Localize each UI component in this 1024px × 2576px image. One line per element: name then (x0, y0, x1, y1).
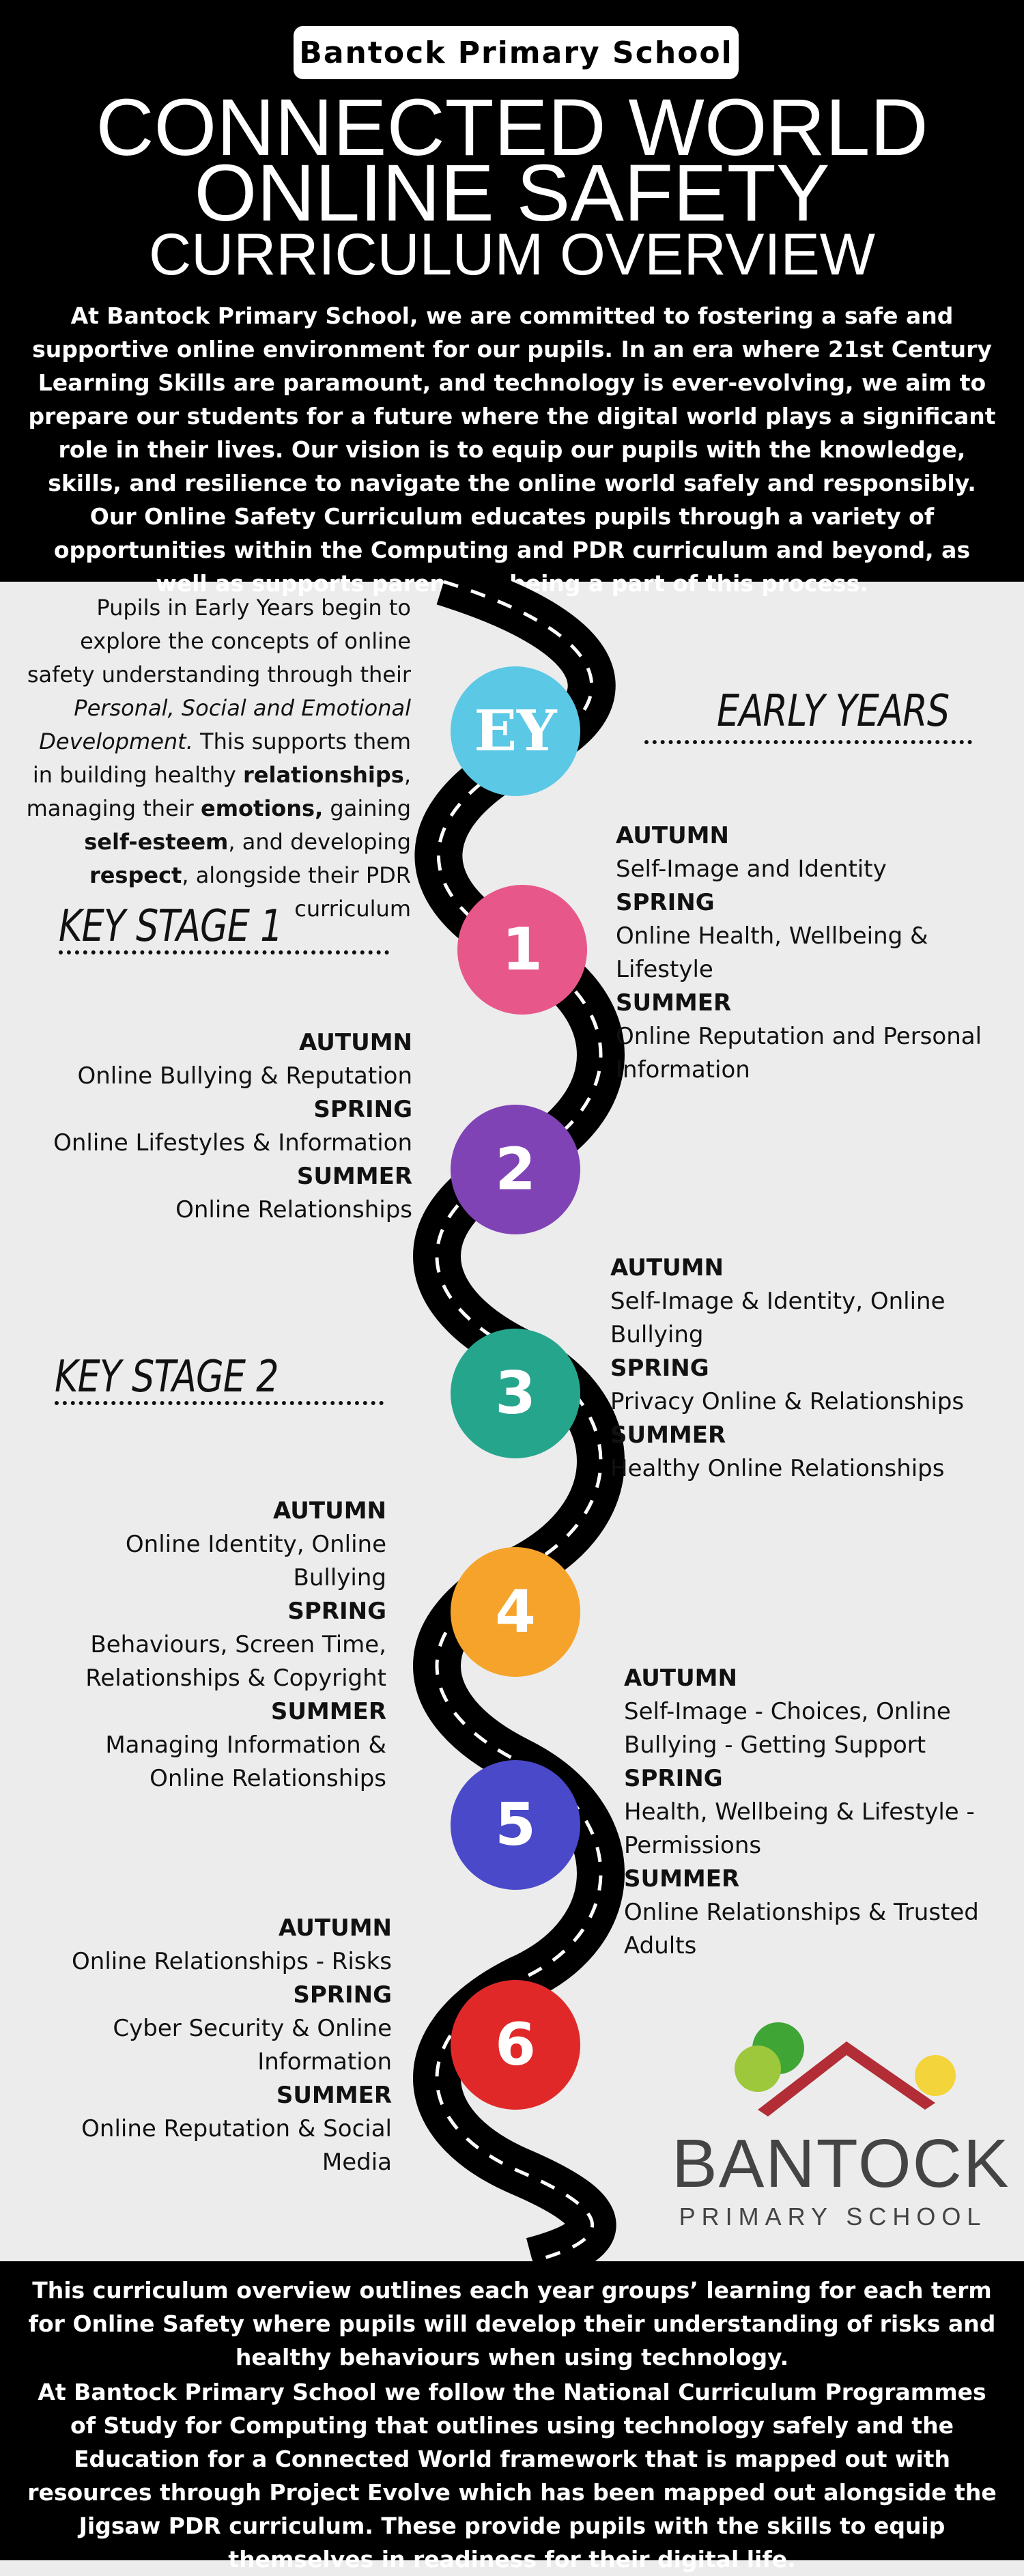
year-4-summer-heading: SUMMER (270, 1698, 386, 1725)
logo-wordmark: BANTOCK (672, 2125, 1010, 2202)
header: Bantock Primary School CONNECTED WORLD O… (0, 0, 1024, 597)
year-5-terms: AUTUMN Self-Image - Choices, Online Bull… (624, 1662, 986, 1963)
year-2-autumn-heading: AUTUMN (299, 1029, 412, 1056)
year-3-autumn-topic: Self-Image & Identity, Online Bullying (610, 1288, 945, 1348)
year-2-autumn-topic: Online Bullying & Reputation (77, 1062, 412, 1090)
title-line-3: CURRICULUM OVERVIEW (149, 222, 875, 287)
year-6-autumn-topic: Online Relationships - Risks (72, 1948, 392, 1975)
early-years-badge: EY (451, 666, 580, 796)
year-2-spring-heading: SPRING (313, 1096, 412, 1123)
year-1-summer-topic: Online Reputation and Personal Informati… (616, 1023, 982, 1084)
year-5-autumn-topic: Self-Image - Choices, Online Bullying - … (624, 1698, 951, 1759)
year-3-terms: AUTUMN Self-Image & Identity, Online Bul… (610, 1251, 1013, 1486)
year-1-autumn-topic: Self-Image and Identity (616, 855, 887, 883)
year-4-spring-heading: SPRING (287, 1598, 386, 1625)
year-4-autumn-heading: AUTUMN (273, 1497, 386, 1525)
year-1-terms: AUTUMN Self-Image and Identity SPRING On… (616, 819, 1012, 1087)
year-1-spring-topic: Online Health, Wellbeing & Lifestyle (616, 922, 928, 983)
year-6-spring-topic: Cyber Security & Online Information (113, 2015, 392, 2076)
logo-sun-yellow (915, 2055, 956, 2096)
year-3-summer-topic: Healthy Online Relationships (610, 1455, 945, 1482)
year-4-summer-topic: Managing Information & Online Relationsh… (105, 1731, 386, 1792)
year-5-summer-topic: Online Relationships & Trusted Adults (624, 1899, 979, 1959)
early-years-label: EARLY YEARS (717, 686, 950, 737)
year-1-autumn-heading: AUTUMN (616, 822, 729, 849)
year-2-terms: AUTUMN Online Bullying & Reputation SPRI… (27, 1026, 412, 1227)
key-stage-1-label: KEY STAGE 1 (59, 901, 283, 952)
year-5-badge: 5 (451, 1760, 580, 1890)
early-years-description: Pupils in Early Years begin to explore t… (26, 595, 411, 922)
year-6-summer-topic: Online Reputation & Social Media (81, 2115, 392, 2176)
key-stage-2-dotted-leader (55, 1401, 384, 1405)
year-6-spring-heading: SPRING (293, 1981, 392, 2009)
intro-paragraph: At Bantock Primary School, we are commit… (28, 302, 996, 597)
year-3-summer-heading: SUMMER (610, 1421, 726, 1449)
key-stage-1-dotted-leader (59, 950, 389, 954)
year-1-badge: 1 (457, 885, 587, 1015)
year-5-spring-heading: SPRING (624, 1765, 723, 1792)
year-4-terms: AUTUMN Online Identity, Online Bullying … (27, 1495, 386, 1796)
footer-paragraph-1: This curriculum overview outlines each y… (28, 2277, 996, 2370)
early-years-dotted-leader (644, 740, 972, 744)
logo-roof (758, 2041, 935, 2117)
year-6-autumn-heading: AUTUMN (279, 1914, 392, 1942)
title-line-2: ONLINE SAFETY (194, 148, 830, 238)
year-5-summer-heading: SUMMER (624, 1865, 740, 1893)
key-stage-2-label: KEY STAGE 2 (55, 1352, 279, 1402)
year-5-spring-topic: Health, Wellbeing & Lifestyle - Permissi… (624, 1798, 975, 1859)
title-line-1: CONNECTED WORLD (96, 83, 928, 173)
year-3-badge: 3 (451, 1329, 580, 1458)
footer-paragraph-2: At Bantock Primary School we follow the … (27, 2379, 997, 2573)
year-6-terms: AUTUMN Online Relationships - Risks SPRI… (7, 1912, 392, 2179)
year-4-badge: 4 (451, 1547, 580, 1677)
school-name-badge: Bantock Primary School (294, 26, 739, 79)
year-1-summer-heading: SUMMER (616, 989, 732, 1017)
year-2-summer-topic: Online Relationships (175, 1196, 412, 1223)
year-2-badge: 2 (451, 1105, 580, 1234)
logo-tree-green-light (735, 2046, 781, 2092)
year-3-autumn-heading: AUTUMN (610, 1254, 724, 1282)
year-1-spring-heading: SPRING (616, 889, 715, 916)
year-2-summer-heading: SUMMER (296, 1163, 412, 1190)
logo-subtitle: PRIMARY SCHOOL (679, 2203, 987, 2231)
year-3-spring-topic: Privacy Online & Relationships (610, 1388, 965, 1415)
year-5-autumn-heading: AUTUMN (624, 1665, 737, 1692)
school-logo-graphic (735, 2022, 956, 2117)
year-2-spring-topic: Online Lifestyles & Information (53, 1129, 412, 1157)
year-3-spring-heading: SPRING (610, 1355, 709, 1382)
year-4-spring-topic: Behaviours, Screen Time, Relationships &… (85, 1631, 386, 1692)
year-6-badge: 6 (451, 1980, 580, 2110)
footer: This curriculum overview outlines each y… (0, 2261, 1024, 2573)
year-4-autumn-topic: Online Identity, Online Bullying (125, 1531, 386, 1591)
year-6-summer-heading: SUMMER (276, 2082, 392, 2109)
